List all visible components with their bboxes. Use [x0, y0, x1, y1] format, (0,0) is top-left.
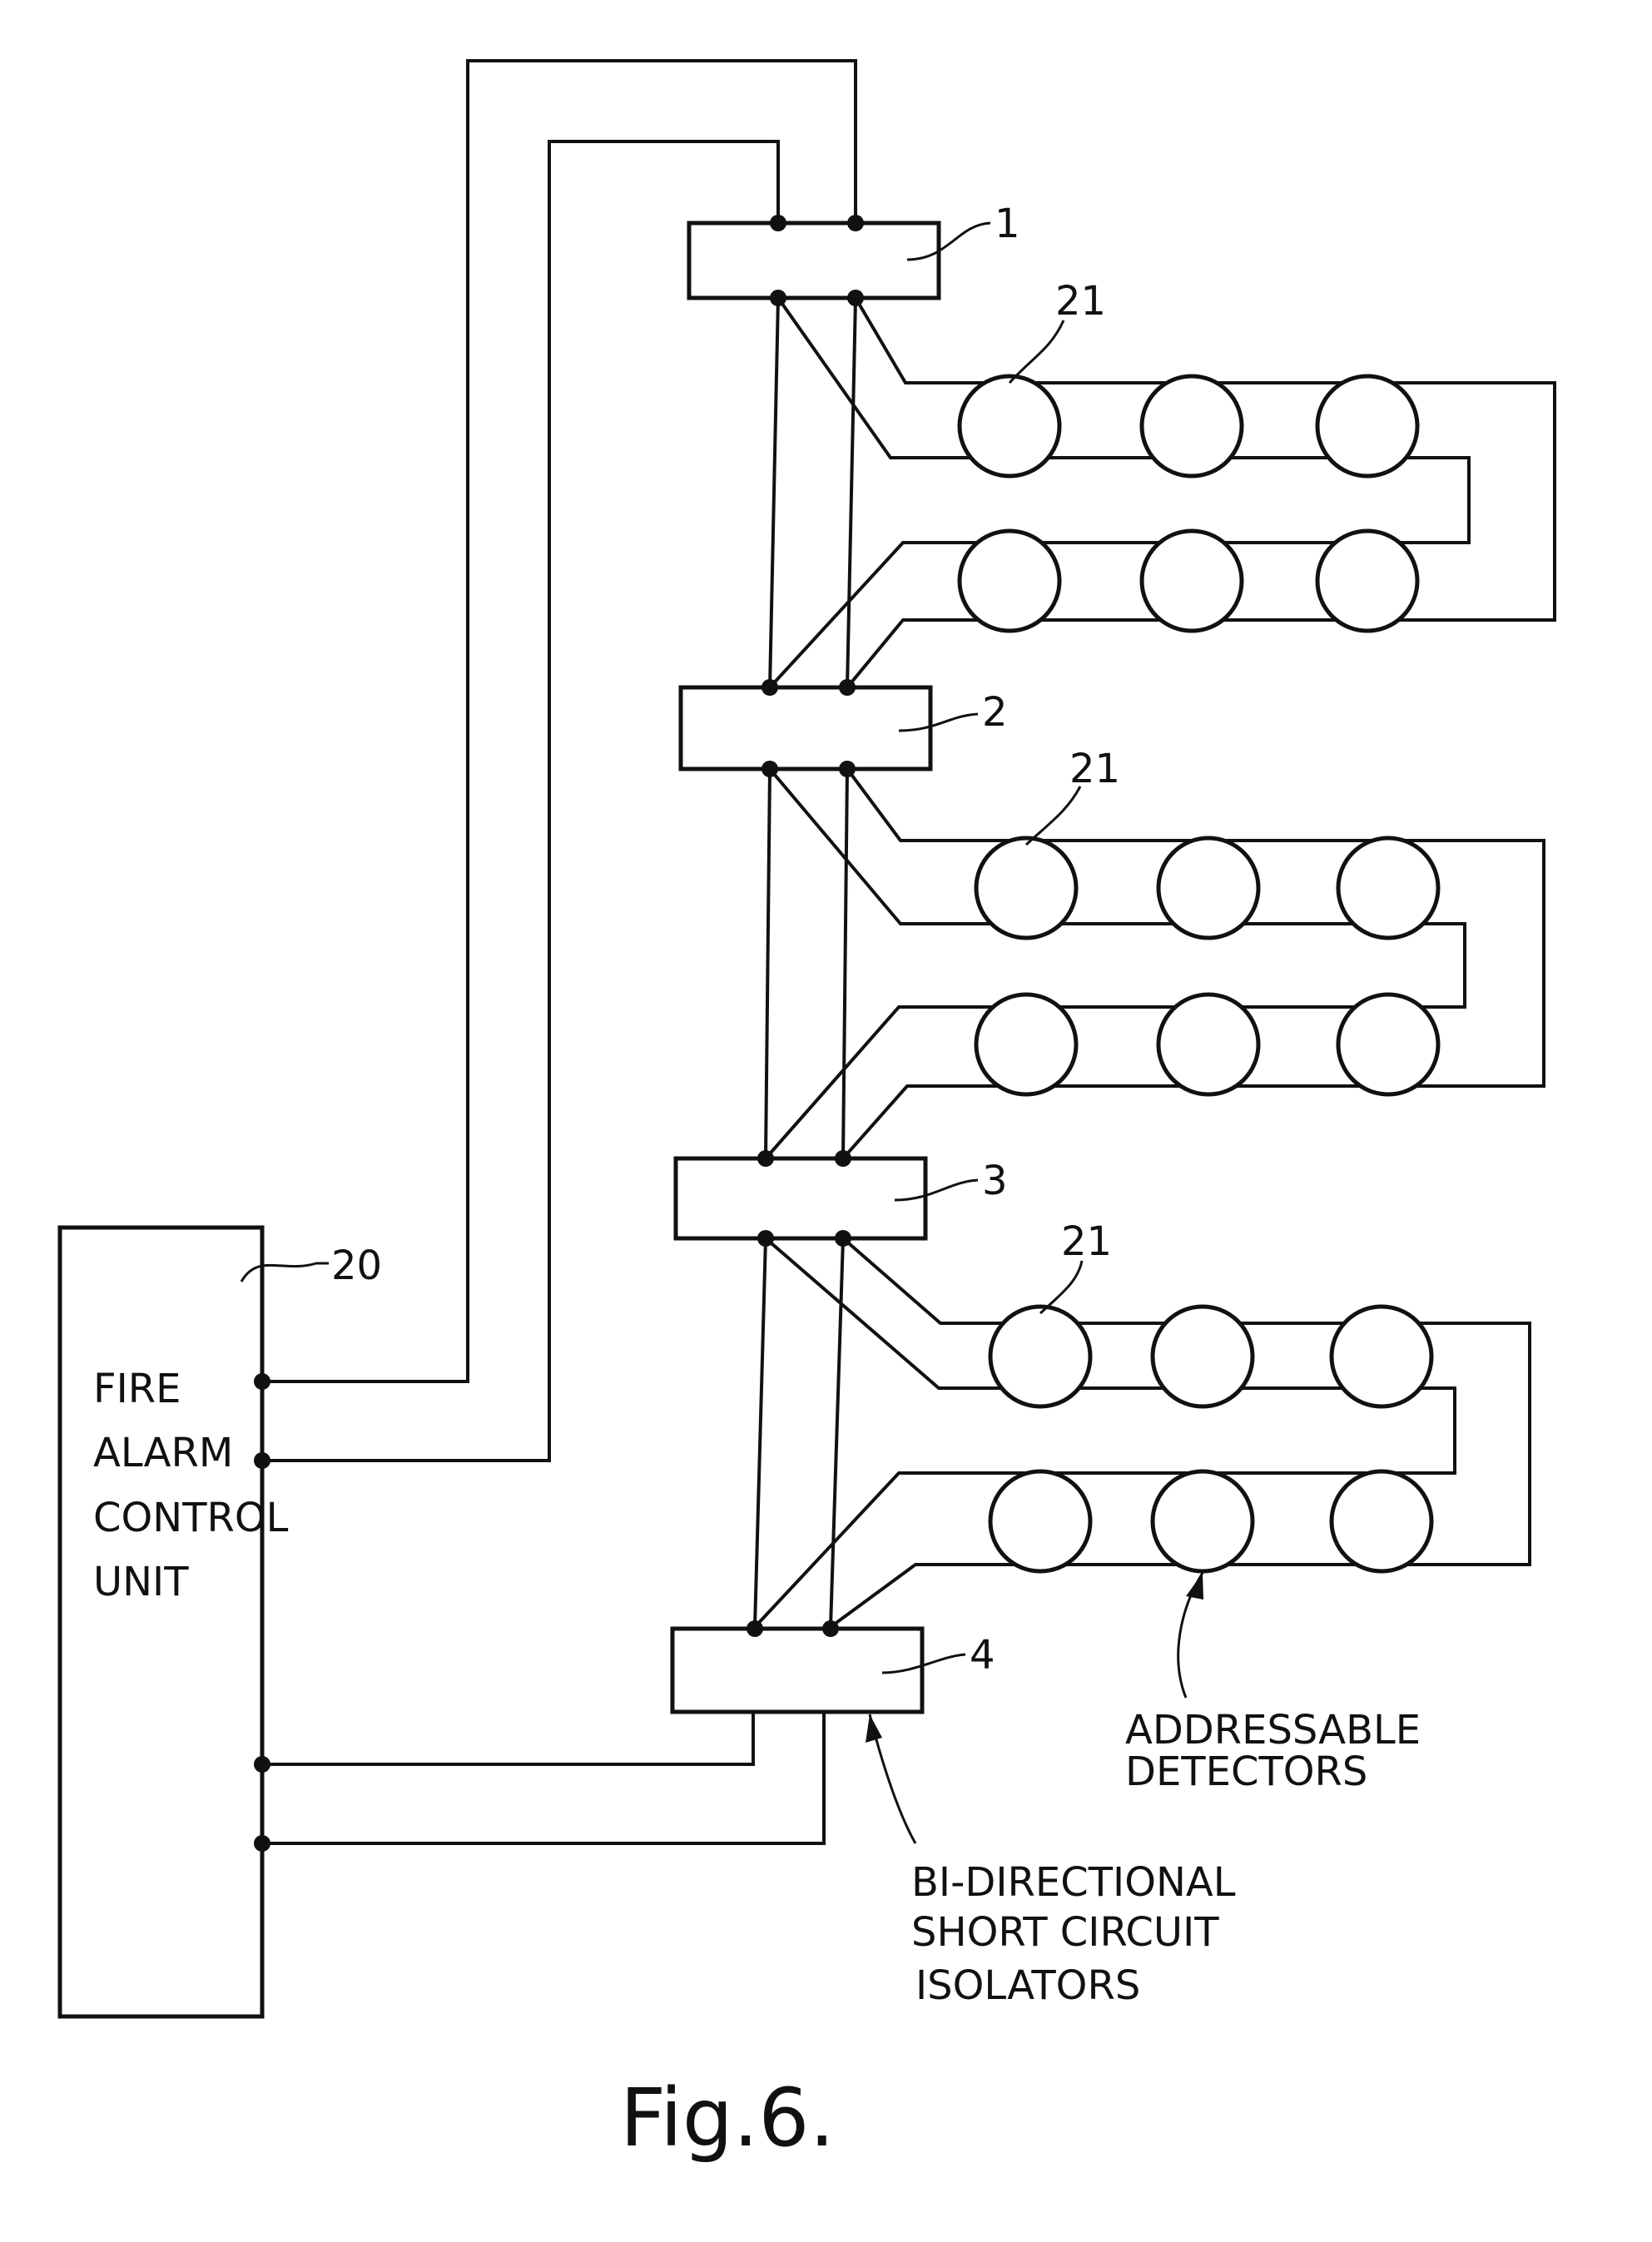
detector	[1315, 528, 1420, 633]
detector	[957, 374, 1062, 479]
control-unit-line-2: ALARM	[93, 1430, 233, 1476]
control-unit-ref: 20	[331, 1243, 382, 1289]
isolator-link	[752, 1236, 768, 1629]
isolators-label-line-3: ISOLATORS	[915, 1962, 1140, 2009]
detector-ref: 21	[1069, 746, 1120, 792]
arrow-head-icon	[866, 1714, 882, 1743]
isolator-4: 4	[670, 1620, 995, 1714]
control-unit-ref-leader	[240, 1262, 329, 1282]
detector	[974, 836, 1079, 940]
isolator-ref: 4	[970, 1632, 995, 1679]
branch-wire	[828, 1563, 1433, 1629]
terminal-dot	[254, 1756, 270, 1773]
terminal-dot	[762, 761, 778, 777]
detector	[988, 1469, 1093, 1574]
loop-return-wire-a	[260, 1710, 755, 1766]
detector	[1150, 1304, 1255, 1409]
branch-wire	[767, 295, 1471, 690]
loop-return-wire-b	[260, 1710, 826, 1845]
terminal-dot	[835, 1230, 851, 1247]
detector	[1329, 1469, 1434, 1574]
isolator-ref: 3	[982, 1158, 1008, 1204]
terminal-dot	[757, 1150, 774, 1167]
terminal-dot	[839, 679, 856, 696]
detector	[1139, 374, 1244, 479]
isolator-box	[687, 221, 941, 300]
loop-out-wire-a	[260, 59, 857, 1383]
isolator-link	[763, 766, 772, 1161]
branch-wire	[841, 1236, 1531, 1566]
loop-wiring	[254, 59, 1556, 1852]
control-unit-line-4: UNIT	[93, 1559, 189, 1605]
loop-out-wire-b	[260, 140, 780, 1462]
terminal-dot	[822, 1620, 839, 1637]
isolator-ref-leader	[898, 712, 979, 732]
branch-wire	[841, 1084, 1441, 1161]
terminal-dot	[770, 215, 786, 231]
isolator-ref-leader	[906, 221, 991, 261]
figure-caption: Fig.6.	[620, 2071, 835, 2165]
isolator-link	[767, 295, 781, 690]
detector	[1336, 992, 1441, 1097]
isolator-box	[678, 685, 933, 771]
addressable-detectors-callout: ADDRESSABLE DETECTORS	[1125, 1572, 1421, 1795]
terminal-dot	[747, 1620, 763, 1637]
terminal-dot	[835, 1150, 851, 1167]
detectors-label-line-1: ADDRESSABLE	[1125, 1707, 1421, 1753]
terminal-dot	[847, 290, 864, 306]
detector-ref: 21	[1061, 1218, 1112, 1265]
detector	[1139, 528, 1244, 633]
detector-group-1: 21	[957, 278, 1420, 633]
isolator-link	[841, 766, 850, 1161]
isolators-callout: BI-DIRECTIONAL SHORT CIRCUIT ISOLATORS	[866, 1714, 1236, 2009]
terminal-dot	[762, 679, 778, 696]
isolator-3: 3	[673, 1150, 1008, 1247]
isolator-ref: 2	[982, 689, 1008, 736]
detectors-label-line-2: DETECTORS	[1125, 1748, 1367, 1795]
detector	[1156, 836, 1261, 940]
detector	[957, 528, 1062, 633]
detector	[1329, 1304, 1434, 1409]
isolator-box	[673, 1156, 928, 1241]
control-unit-box	[57, 1225, 265, 2019]
detector-group-2: 21	[974, 746, 1441, 1097]
isolator-box	[670, 1626, 925, 1714]
terminal-dot	[839, 761, 856, 777]
terminal-dot	[770, 290, 786, 306]
detector	[1336, 836, 1441, 940]
terminal-dot	[254, 1452, 270, 1469]
isolator-ref-leader	[894, 1178, 979, 1202]
control-unit-line-1: FIRE	[93, 1366, 181, 1412]
isolator-2: 2	[678, 679, 1008, 777]
detector	[1156, 992, 1261, 1097]
detector	[988, 1304, 1093, 1409]
detector	[1315, 374, 1420, 479]
terminal-dot	[847, 215, 864, 231]
detector-ref: 21	[1055, 278, 1106, 325]
detector-ref-leader	[1024, 786, 1082, 846]
fire-alarm-control-unit: FIRE ALARM CONTROL UNIT 20	[57, 1225, 382, 2019]
terminal-dot	[254, 1835, 270, 1852]
isolators-label-line-1: BI-DIRECTIONAL	[911, 1859, 1236, 1906]
branch-wire	[845, 766, 1545, 1088]
isolator-link	[845, 295, 858, 690]
isolator-1: 1	[687, 201, 1020, 306]
terminal-dot	[254, 1373, 270, 1390]
detector	[974, 992, 1079, 1097]
detector-ref-leader	[1008, 320, 1065, 384]
terminal-dot	[757, 1230, 774, 1247]
isolator-ref: 1	[995, 201, 1020, 247]
branch-wire	[763, 766, 1466, 1161]
branch-wire	[752, 1236, 1456, 1629]
isolator-ref-leader	[881, 1653, 966, 1674]
detector	[1150, 1469, 1255, 1574]
isolators-label-line-2: SHORT CIRCUIT	[911, 1909, 1219, 1956]
control-unit-line-3: CONTROL	[93, 1495, 289, 1541]
branch-wire	[853, 295, 1556, 622]
detector-ref-leader	[1039, 1260, 1084, 1315]
branch-wire	[845, 618, 1423, 690]
detector-group-3: 21	[988, 1218, 1434, 1574]
arrow-head-icon	[1186, 1573, 1203, 1600]
